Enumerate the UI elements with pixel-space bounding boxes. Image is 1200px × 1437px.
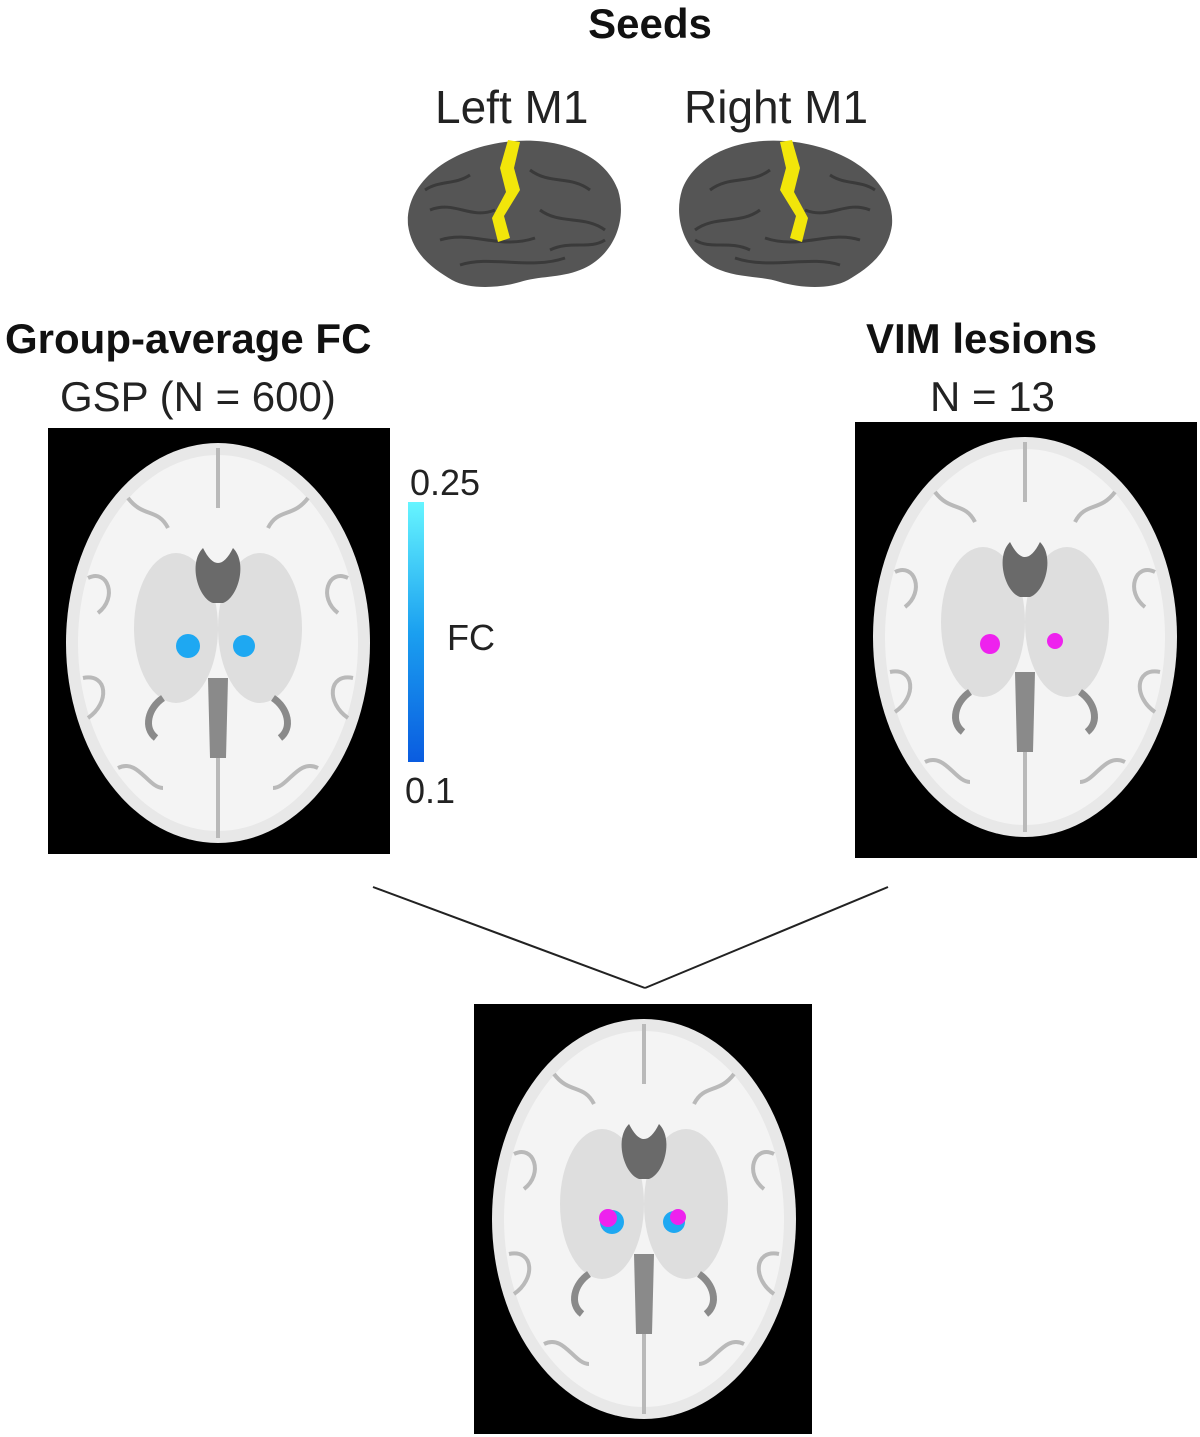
vim-lesions-subtitle: N = 13 (930, 373, 1055, 420)
overlap-lesion-left (599, 1209, 617, 1227)
left-hemisphere-surface (407, 140, 621, 287)
left-m1-label: Left M1 (435, 81, 589, 133)
group-average-subtitle: GSP (N = 600) (60, 373, 336, 420)
fc-colorbar (408, 502, 424, 762)
colorbar-min: 0.1 (405, 770, 456, 811)
group-average-fc-slice (48, 428, 390, 854)
overlap-slice (474, 1004, 812, 1434)
seeds-title: Seeds (588, 0, 712, 47)
colorbar-max: 0.25 (410, 462, 481, 503)
fc-cluster-left (176, 634, 200, 658)
lesion-right (1047, 633, 1063, 649)
vim-lesions-title: VIM lesions (866, 315, 1098, 362)
right-hemisphere-surface (679, 140, 893, 287)
fc-cluster-right (233, 635, 255, 657)
group-average-title: Group-average FC (5, 315, 372, 362)
right-m1-label: Right M1 (684, 81, 869, 133)
left-m1-seed (492, 140, 520, 242)
overlap-lesion-right (670, 1209, 686, 1225)
lesion-left (980, 634, 1000, 654)
colorbar-label: FC (447, 617, 495, 658)
right-m1-seed (780, 140, 808, 242)
vim-lesions-slice (855, 422, 1197, 858)
